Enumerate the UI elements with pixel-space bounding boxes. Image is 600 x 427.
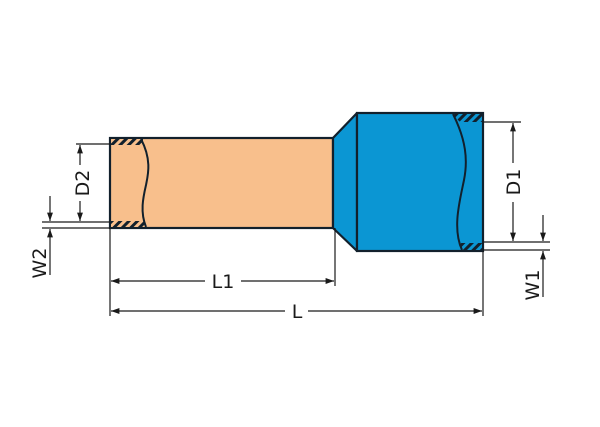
- collar-break-line: [452, 113, 467, 251]
- plastic-collar: [331, 111, 485, 253]
- label-d2: D2: [72, 170, 94, 197]
- collar-wall-bottom-hatch: [458, 243, 482, 250]
- dimension-d2: [42, 143, 110, 223]
- collar-cone: [331, 111, 359, 253]
- label-l: L: [292, 301, 303, 323]
- label-l1: L1: [212, 271, 235, 293]
- dimension-w1: [483, 215, 550, 297]
- label-d1: D1: [503, 169, 525, 196]
- metal-sleeve: [108, 136, 335, 230]
- sleeve-break-line: [140, 138, 150, 228]
- dimension-d1: [483, 121, 550, 243]
- label-w1: W1: [522, 270, 544, 301]
- label-w2: W2: [29, 248, 51, 279]
- collar-wall-top-hatch: [452, 114, 482, 122]
- sleeve-wall-top-hatch: [111, 139, 143, 145]
- dimension-w2: [42, 196, 110, 275]
- length-extension-lines: [109, 228, 484, 316]
- sleeve-wall-bottom-hatch: [111, 221, 145, 227]
